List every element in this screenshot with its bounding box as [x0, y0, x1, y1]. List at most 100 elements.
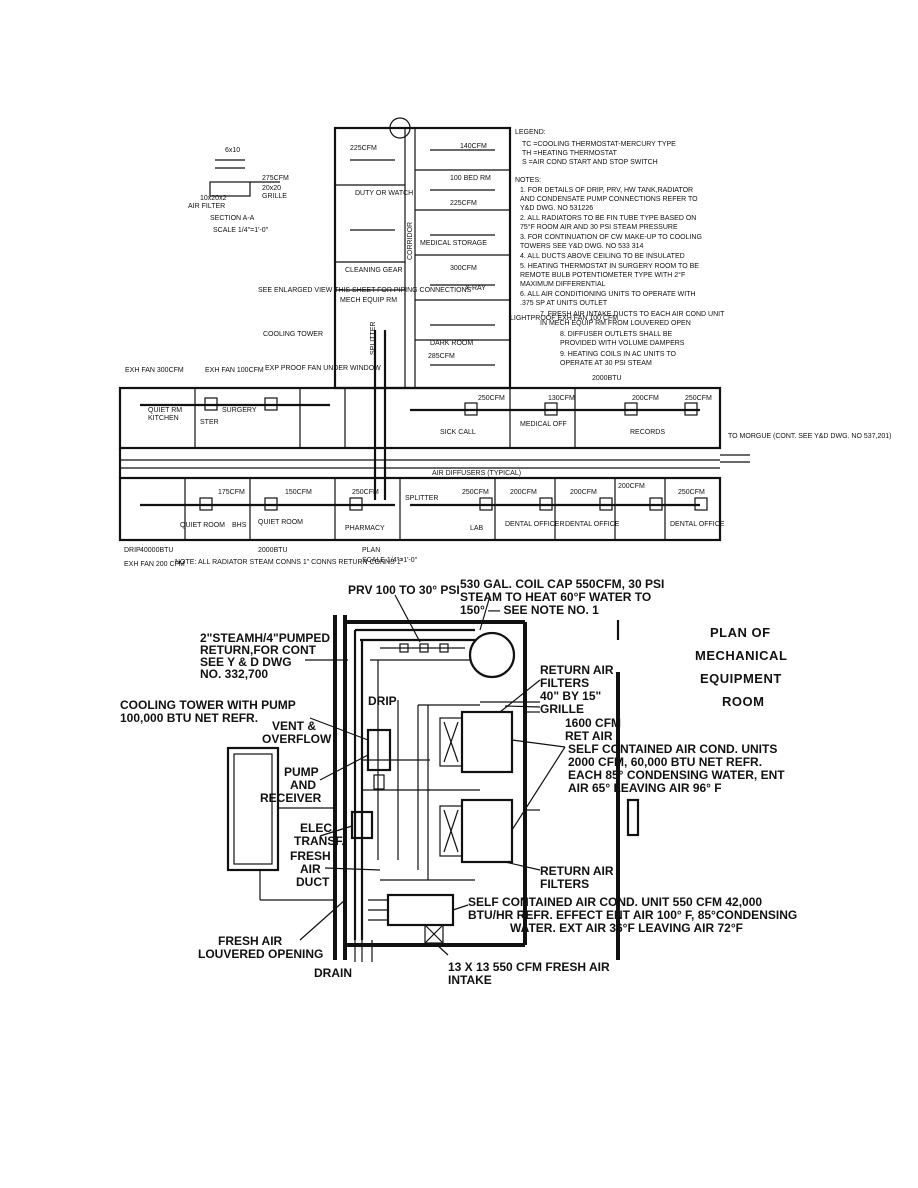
ac-unit-2	[439, 798, 540, 864]
label-legend-items-2: S =AIR COND START AND STOP SWITCH	[522, 159, 658, 166]
leaders	[299, 594, 566, 956]
label-mech-steam-lines-2: SEE Y & D DWG	[200, 655, 292, 669]
ac-unit-small	[368, 893, 455, 944]
plan-note: NOTE: ALL RADIATOR STEAM CONNS 1" CONNS …	[175, 559, 404, 566]
label-plan-rooms-27: 250CFM	[478, 395, 505, 402]
label-mech-coil-lines-1: STEAM TO HEAT 60°F WATER TO	[460, 590, 651, 604]
label-notes-items-4: 75°F ROOM AIR AND 30 PSI STEAM PRESSURE	[520, 223, 678, 231]
label-plan-labels-splitter-2: SPLITTER	[405, 495, 438, 502]
label-section-a-labels-0: 6x10	[225, 147, 240, 154]
north-wing-walls	[333, 126, 512, 390]
label-plan-labels-lightproof: LIGHTPROOF EXH FAN 100 CFM	[510, 315, 618, 322]
label-plan-rooms-3: 100 BED RM	[450, 175, 491, 182]
label-notes-items-8: 5. HEATING THERMOSTAT IN SURGERY ROOM TO…	[520, 263, 699, 270]
label-mech-grille-lines-1: GRILLE	[540, 702, 584, 716]
label-plan-labels-btu-1: 2000BTU	[592, 375, 622, 382]
label-plan-rooms-14: KITCHEN	[148, 415, 179, 422]
label-plan-rooms-33: 150CFM	[285, 489, 312, 496]
label-mech-return-filters-1-1: FILTERS	[540, 676, 589, 690]
label-plan-rooms-35: 250CFM	[462, 489, 489, 496]
label-mech-louver-lines-1: LOUVERED OPENING	[198, 947, 323, 961]
label-plan-rooms-7: X-RAY	[465, 285, 486, 292]
label-plan-rooms-20: BHS	[232, 522, 247, 529]
label-plan-labels-cooling-tower: COOLING TOWER	[263, 331, 323, 338]
label-mech-steam-lines-0: 2"STEAMH/4"PUMPED	[200, 631, 330, 645]
label-plan-labels-diffusers: AIR DIFFUSERS (TYPICAL)	[432, 470, 521, 477]
label-plan-labels-btu-2: 2000BTU	[258, 547, 288, 554]
label-mech-louver-lines-0: FRESH AIR	[218, 934, 283, 948]
ac-unit-1	[439, 701, 540, 774]
label-mech-ret-air-lines-0: 1600 CFM	[565, 716, 621, 730]
label-mech-prv: PRV 100 TO 30° PSI	[348, 583, 460, 597]
label-notes-items-7: 4. ALL DUCTS ABOVE CEILING TO BE INSULAT…	[520, 253, 685, 260]
label-mech-elec-lines-1: TRANSF.	[294, 834, 345, 848]
label-mech-coil-lines-0: 530 GAL. COIL CAP 550CFM, 30 PSI	[460, 577, 664, 591]
label-mech-return-filters-2-1: FILTERS	[540, 877, 589, 891]
label-plan-rooms-34: 250CFM	[352, 489, 379, 496]
elec-transformer	[350, 810, 374, 840]
section-filter	[209, 181, 251, 197]
label-mech-fresh-duct-lines-2: DUCT	[296, 875, 330, 889]
label-mech-title-lines-1: MECHANICAL	[695, 648, 787, 663]
label-section-a-labels-2: 10x20x2	[200, 195, 227, 202]
label-notes-items-10: MAXIMUM DIFFERENTIAL	[520, 281, 606, 288]
label-plan-rooms-26: DENTAL OFFICE	[670, 521, 725, 528]
label-plan-labels-corridor: CORRIDOR	[407, 222, 414, 260]
mechanical-room: PLAN OF MECHANICAL EQUIPMENT ROOM PRV 10…	[120, 577, 797, 987]
label-section-a-labels-7: SCALE 1/4"=1'-0"	[213, 227, 269, 234]
label-mech-tower-lines-1: 100,000 BTU NET REFR.	[120, 711, 258, 725]
label-section-a-labels-4: AIR FILTER	[188, 203, 225, 210]
enlarged-view-label: SEE ENLARGED VIEW THIS SHEET FOR PIPING …	[258, 287, 472, 294]
label-mech-self-units-lines-1: 2000 CFM, 60,000 BTU NET REFR.	[568, 755, 762, 769]
label-plan-rooms-6: CLEANING GEAR	[345, 267, 403, 274]
label-notes-items-17: 9. HEATING COILS IN AC UNITS TO	[560, 351, 676, 358]
label-plan-rooms-19: QUIET ROOM	[180, 522, 225, 529]
morgue-label: TO MORGUE (CONT. SEE Y&D DWG. NO 537,201…	[728, 433, 892, 440]
label-mech-ret-air-lines-1: RET AIR	[565, 729, 613, 743]
label-plan-rooms-30: 200CFM	[632, 395, 659, 402]
label-mech-title-lines-2: EQUIPMENT	[700, 671, 782, 686]
label-notes-items-11: 6. ALL AIR CONDITIONING UNITS TO OPERATE…	[520, 291, 696, 298]
pump-receiver	[366, 728, 392, 772]
label-mech-vent-lines-0: VENT &	[272, 719, 316, 733]
label-plan-rooms-9: MECH EQUIP RM	[340, 297, 397, 304]
label-mech-self-unit-lines-2: WATER. EXT AIR 36°F LEAVING AIR 72°F	[510, 921, 743, 935]
label-notes-items-5: 3. FOR CONTINUATION OF CW MAKE-UP TO COO…	[520, 234, 702, 241]
label-mech-drain: DRAIN	[314, 966, 352, 980]
label-plan-rooms-1: 140CFM	[460, 143, 487, 150]
label-mech-fresh-duct-lines-0: FRESH	[290, 849, 331, 863]
label-plan-rooms-0: 225CFM	[350, 145, 377, 152]
label-plan-labels-drip: DRIP	[124, 547, 141, 554]
label-notes-items-13: 7. FRESH AIR INTAKE DUCTS TO EACH AIR CO…	[540, 311, 725, 318]
label-notes-items-15: 8. DIFFUSER OUTLETS SHALL BE	[560, 331, 672, 338]
label-plan-rooms-22: PHARMACY	[345, 525, 385, 532]
label-plan-rooms-13: QUIET RM	[148, 407, 182, 414]
label-mech-drip: DRIP	[368, 694, 397, 708]
label-plan-rooms-10: DARK ROOM	[430, 340, 473, 347]
label-plan-rooms-23: LAB	[470, 525, 484, 532]
label-mech-pump-lines-0: PUMP	[284, 765, 319, 779]
label-notes-items-6: TOWERS SEE Y&D DWG. NO 533 314	[520, 243, 644, 250]
label-plan-rooms-11: 285CFM	[428, 353, 455, 360]
label-plan-rooms-29: 130CFM	[548, 395, 575, 402]
label-plan-labels-exh-fan-2: EXH FAN 100CFM	[205, 367, 264, 374]
hot-water-tank	[468, 631, 516, 679]
label-plan-rooms-31: 250CFM	[685, 395, 712, 402]
notes: NOTES: 1. FOR DETAILS OF DRIP, PRV, HW T…	[515, 177, 725, 367]
label-plan-labels-exh-fan-3: EXH FAN 200 CFM	[124, 561, 185, 568]
label-section-a-labels-5: GRILLE	[262, 193, 287, 200]
label-mech-grille-lines-0: 40" BY 15"	[540, 689, 601, 703]
prv-valve	[380, 643, 465, 653]
label-mech-intake-lines-1: INTAKE	[448, 973, 492, 987]
label-mech-steam-lines-1: RETURN,FOR CONT	[200, 643, 317, 657]
floor-plan: 225CFM 140CFM DUTY OR WATCH 100 BED RM 2…	[118, 117, 892, 568]
label-legend-items-0: TC =COOLING THERMOSTAT-MERCURY TYPE	[522, 141, 676, 148]
diffusers	[199, 397, 708, 511]
label-notes-title: NOTES:	[515, 177, 541, 184]
cooling-tower	[226, 746, 280, 872]
label-section-a-labels-6: SECTION A-A	[210, 215, 255, 222]
label-mech-self-units-lines-3: AIR 65° LEAVING AIR 96° F	[568, 781, 722, 795]
label-plan-rooms-8: 300CFM	[450, 265, 477, 272]
label-mech-vent-lines-1: OVERFLOW	[262, 732, 332, 746]
label-plan-labels-btu-3: 40000BTU	[140, 547, 173, 554]
